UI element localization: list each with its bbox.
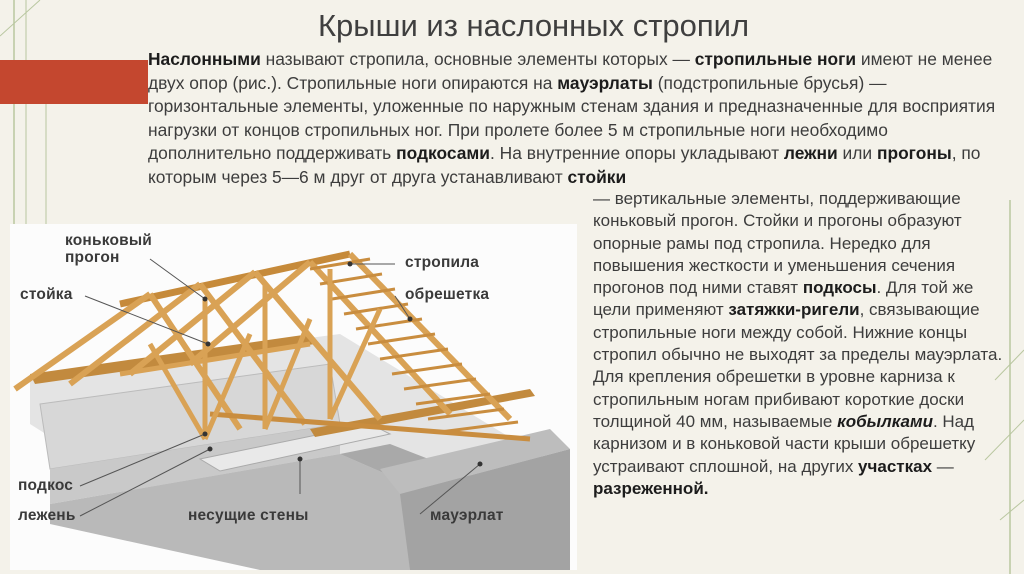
term-sparse: разреженной. — [593, 478, 709, 498]
label-ridge-purlin: коньковый прогон — [65, 232, 153, 266]
term-kobylki: кобылками — [837, 411, 933, 431]
term-wall-plates: мауэрлаты — [557, 72, 653, 93]
term-tie-beams: затяжки-ригели — [728, 300, 860, 320]
label-post: стойка — [20, 286, 73, 303]
roof-diagram: коньковый прогон стойка стропила обрешет… — [10, 224, 577, 570]
term-braces: подкосы — [802, 278, 877, 298]
label-wall-plate: мауэрлат — [430, 507, 504, 524]
term-purlins: прогоны — [876, 143, 952, 163]
term-sleepers: лежни — [783, 143, 838, 163]
accent-bar — [0, 60, 148, 104]
term-struts: подкосами — [396, 143, 490, 163]
label-lathing: обрешетка — [405, 286, 490, 303]
label-strut: подкос — [18, 477, 74, 494]
label-rafters: стропила — [405, 254, 480, 271]
label-sleeper: лежень — [18, 507, 76, 524]
slide-title: Крыши из наслонных стропил — [318, 8, 750, 43]
intro-paragraph: Наслонными называют стропила, основные э… — [148, 49, 996, 187]
label-bearing-walls: несущие стены — [188, 507, 309, 524]
term-posts: стойки — [567, 166, 627, 187]
right-column-text: — вертикальные элементы, поддерживающие … — [593, 189, 1003, 498]
term-naslonnye: Наслонными — [148, 49, 261, 69]
term-rafters: стропильные ноги — [694, 49, 857, 69]
roof-illustration — [13, 250, 570, 570]
term-sections: участках — [858, 456, 933, 476]
